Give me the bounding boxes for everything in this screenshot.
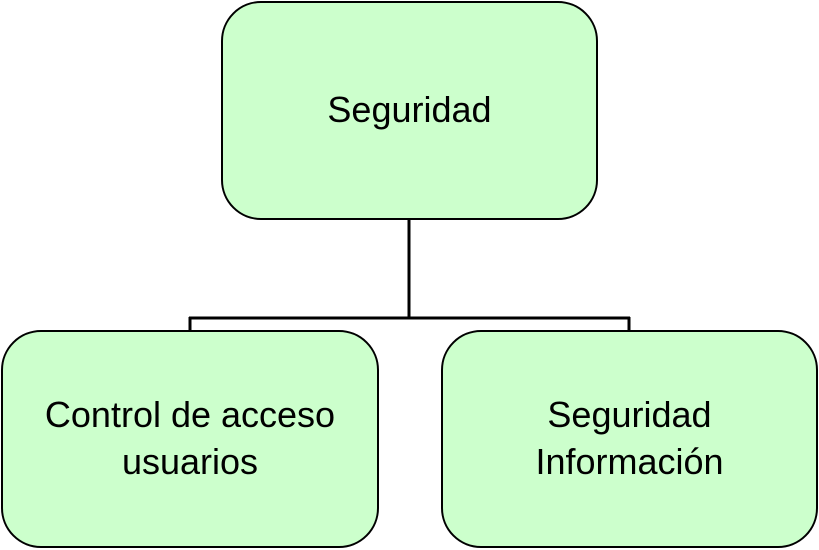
node-seguridad-informacion-line-2: Información: [535, 441, 724, 482]
node-control-acceso-line-1: Control de acceso: [44, 394, 336, 436]
node-seguridad-label: Seguridad: [327, 89, 492, 131]
node-seguridad-informacion-line-1: Seguridad: [547, 394, 712, 436]
node-control-acceso-line-2: usuarios: [121, 441, 259, 482]
node-seguridad-informacion: Seguridad Información: [441, 330, 818, 548]
node-seguridad: Seguridad: [221, 1, 598, 220]
node-control-acceso-usuarios: Control de acceso usuarios: [1, 330, 379, 548]
